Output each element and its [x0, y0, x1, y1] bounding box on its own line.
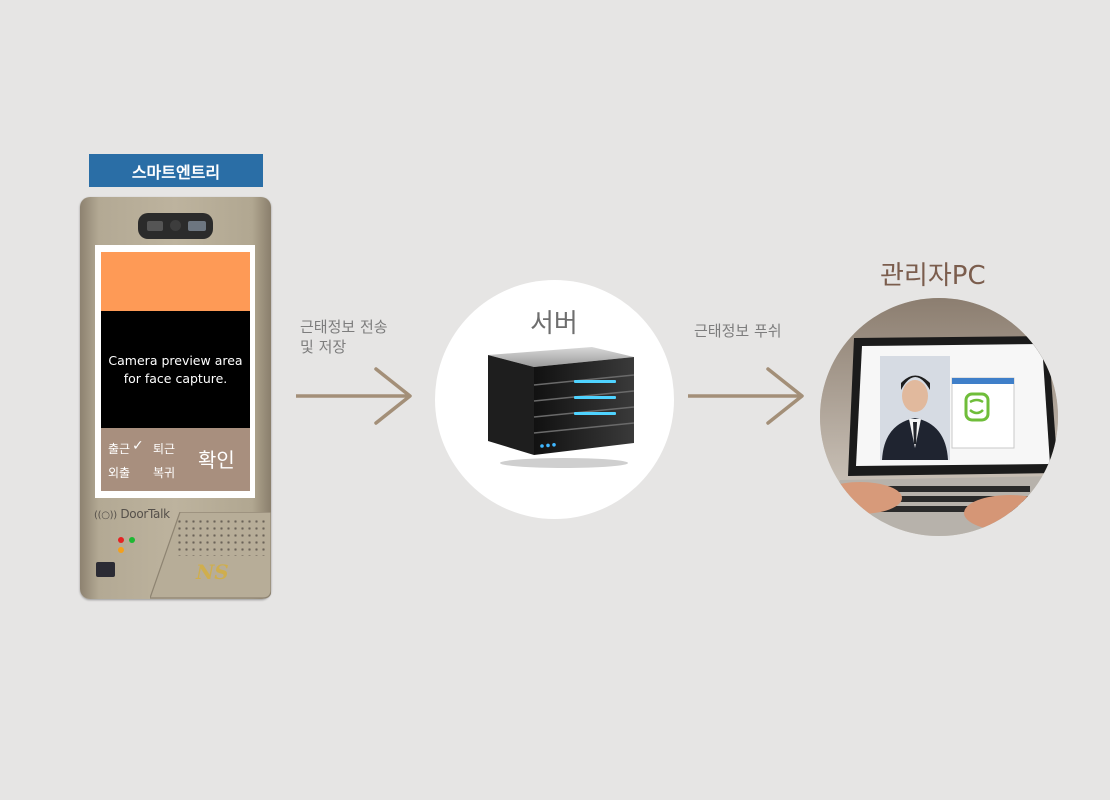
doortalk-logo-icon: ((○)): [94, 510, 117, 521]
transfer-label: 근태정보 전송 및 저장: [300, 317, 388, 357]
camera-preview-text: Camera preview area for face capture.: [108, 352, 243, 386]
camera-sensor-icon: [147, 221, 163, 231]
transfer-label-line2: 및 저장: [300, 338, 347, 356]
return-button[interactable]: 복귀: [153, 466, 176, 480]
clock-out-button[interactable]: 퇴근: [153, 442, 176, 456]
speaker-grille: [176, 518, 268, 556]
ir-sensor-icon: [188, 221, 206, 231]
brand-name: DoorTalk: [120, 507, 170, 521]
device-label: 스마트엔트리: [89, 154, 263, 187]
arrow-right-icon: [688, 367, 804, 425]
push-label: 근태정보 푸쉬: [694, 322, 782, 340]
check-icon: ✓: [132, 438, 144, 454]
server-title: 서버: [530, 309, 578, 339]
status-led-orange: [118, 547, 124, 553]
fingerprint-sensor-icon: [96, 562, 115, 577]
screen-header: [101, 252, 250, 311]
status-led-green: [129, 537, 135, 543]
outing-button[interactable]: 외출: [108, 466, 131, 480]
admin-pc-title: 관리자PC: [880, 261, 986, 291]
admin-pc-circle: [820, 298, 1058, 536]
camera-lens-icon: [170, 220, 181, 231]
camera-preview: Camera preview area for face capture.: [101, 311, 250, 428]
laptop-illustration: [820, 298, 1058, 536]
clock-in-button[interactable]: 출근: [108, 442, 131, 456]
attendance-button-panel: 출근 ✓ 퇴근 외출 복귀 확인: [101, 428, 250, 491]
brand-logo: ((○)) DoorTalk: [94, 507, 170, 521]
server-icon: [488, 347, 634, 468]
confirm-button[interactable]: 확인: [198, 448, 235, 472]
status-led-red: [118, 537, 124, 543]
transfer-label-line1: 근태정보 전송: [300, 318, 388, 336]
arrow-right-icon: [296, 367, 412, 425]
ns-logo: NS: [196, 560, 229, 584]
